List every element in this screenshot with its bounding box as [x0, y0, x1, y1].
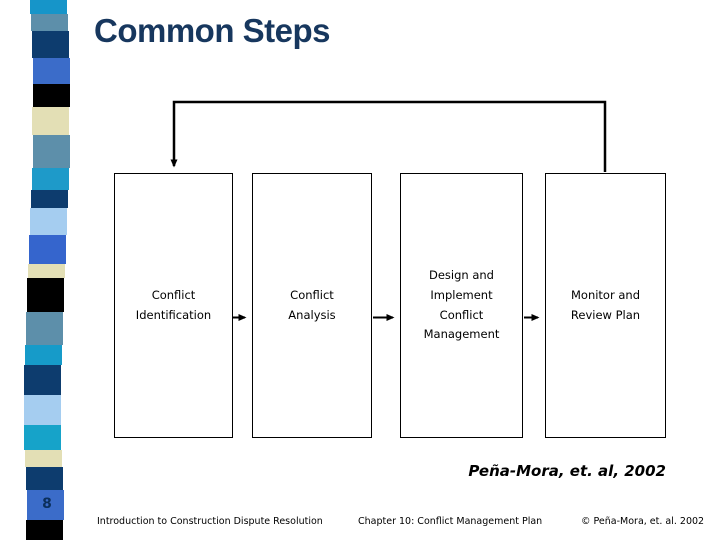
page-number: 8: [42, 496, 52, 512]
stripe-block: [33, 58, 70, 84]
slide-title: Common Steps: [94, 12, 331, 49]
stripe-block: [33, 84, 70, 107]
stripe-block: [30, 208, 67, 235]
decorative-stripe: [24, 0, 70, 540]
footer-copyright: © Peña-Mora, et. al. 2002: [581, 516, 705, 527]
stripe-block: [32, 31, 69, 58]
stripe-block: [30, 0, 67, 14]
stripe-block: [32, 168, 69, 190]
stripe-block: [26, 312, 63, 345]
stripe-block: [27, 490, 64, 520]
stripe-block: [26, 467, 63, 490]
flow-box-monitor-review-plan: Monitor and Review Plan: [545, 173, 666, 438]
stripe-block: [32, 107, 69, 135]
stripe-block: [31, 14, 68, 31]
stripe-block: [24, 365, 61, 395]
stripe-block: [25, 345, 62, 365]
stripe-block: [28, 264, 65, 278]
stripe-block: [27, 278, 64, 312]
flow-box-design-implement-conflict-management: Design and Implement Conflict Management: [400, 173, 523, 438]
stripe-block: [24, 395, 61, 425]
flow-box-conflict-identification: Conflict Identification: [114, 173, 233, 438]
stripe-block: [29, 235, 66, 264]
stripe-block: [26, 520, 63, 540]
footer-chapter-title: Chapter 10: Conflict Management Plan: [358, 516, 543, 527]
flow-box-conflict-analysis: Conflict Analysis: [252, 173, 372, 438]
attribution-text: Peña-Mora, et. al, 2002: [468, 462, 666, 480]
stripe-block: [24, 425, 61, 450]
stripe-block: [25, 450, 62, 467]
stripe-block: [31, 190, 68, 208]
feedback-loop-arrow: [170, 100, 607, 172]
stripe-block: [33, 135, 70, 168]
footer-course-title: Introduction to Construction Dispute Res…: [97, 516, 323, 527]
